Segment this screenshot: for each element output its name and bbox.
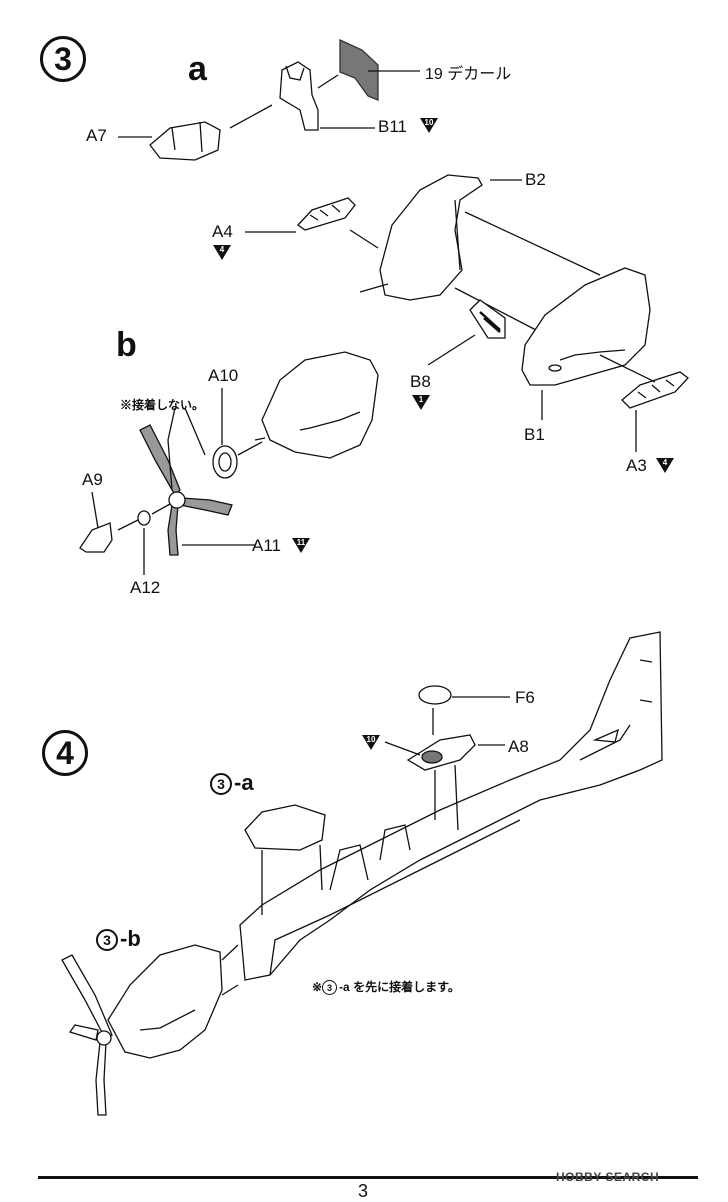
glue-first-text: -a を先に接着します。 [339,980,460,994]
part-B1-label: B1 [524,425,545,444]
part-B8-label: B8 [410,372,431,391]
part-A11-label: A11 [252,536,281,555]
reference-3a: 3-a [210,770,254,796]
part-A12-label: A12 [130,578,161,597]
part-F6-label: F6 [515,688,535,707]
page-number: 3 [358,1181,369,1201]
footer-rule [38,1176,698,1179]
quantity-marker-B11: 10 [420,118,438,133]
reference-3b-badge: 3 [96,929,118,952]
part-B2-label: B2 [525,170,546,189]
part-A9-label: A9 [82,470,103,489]
part-A8-label: A8 [508,737,529,756]
reference-3b: 3-b [96,926,141,952]
watermark: HOBBY SEARCH [556,1170,660,1184]
part-A4-label: A4 [212,222,233,241]
glue-first-note: ※3-a を先に接着します。 [312,978,460,996]
glue-first-ref-badge: 3 [322,980,338,996]
quantity-marker-B8: 1 [412,395,430,410]
quantity-marker-A3: 4 [656,458,674,473]
decal-19-shape [339,38,379,101]
quantity-marker-A11: 11 [292,538,310,553]
part-A10-label: A10 [208,366,239,385]
step-3-number: 3 [54,40,72,77]
reference-3b-suffix: -b [120,926,141,951]
part-A3-label: A3 [626,456,647,475]
reference-3a-badge: 3 [210,773,232,796]
reference-3a-suffix: -a [234,770,254,795]
decal-19-label: 19 デカール [425,66,512,83]
subassembly-b-label: b [116,326,137,364]
glue-first-prefix: ※ [312,980,323,994]
quantity-marker-A8: 10 [362,735,380,750]
no-glue-note: ※接着しない。 [120,398,205,412]
subassembly-a-label: a [188,50,207,88]
step-3-badge: 3 [40,36,86,82]
part-A7-label: A7 [86,126,107,145]
step-4-number: 4 [56,734,74,771]
part-B11-label: B11 [378,117,407,136]
quantity-marker-A4: 4 [213,245,231,260]
step-4-badge: 4 [42,730,88,776]
